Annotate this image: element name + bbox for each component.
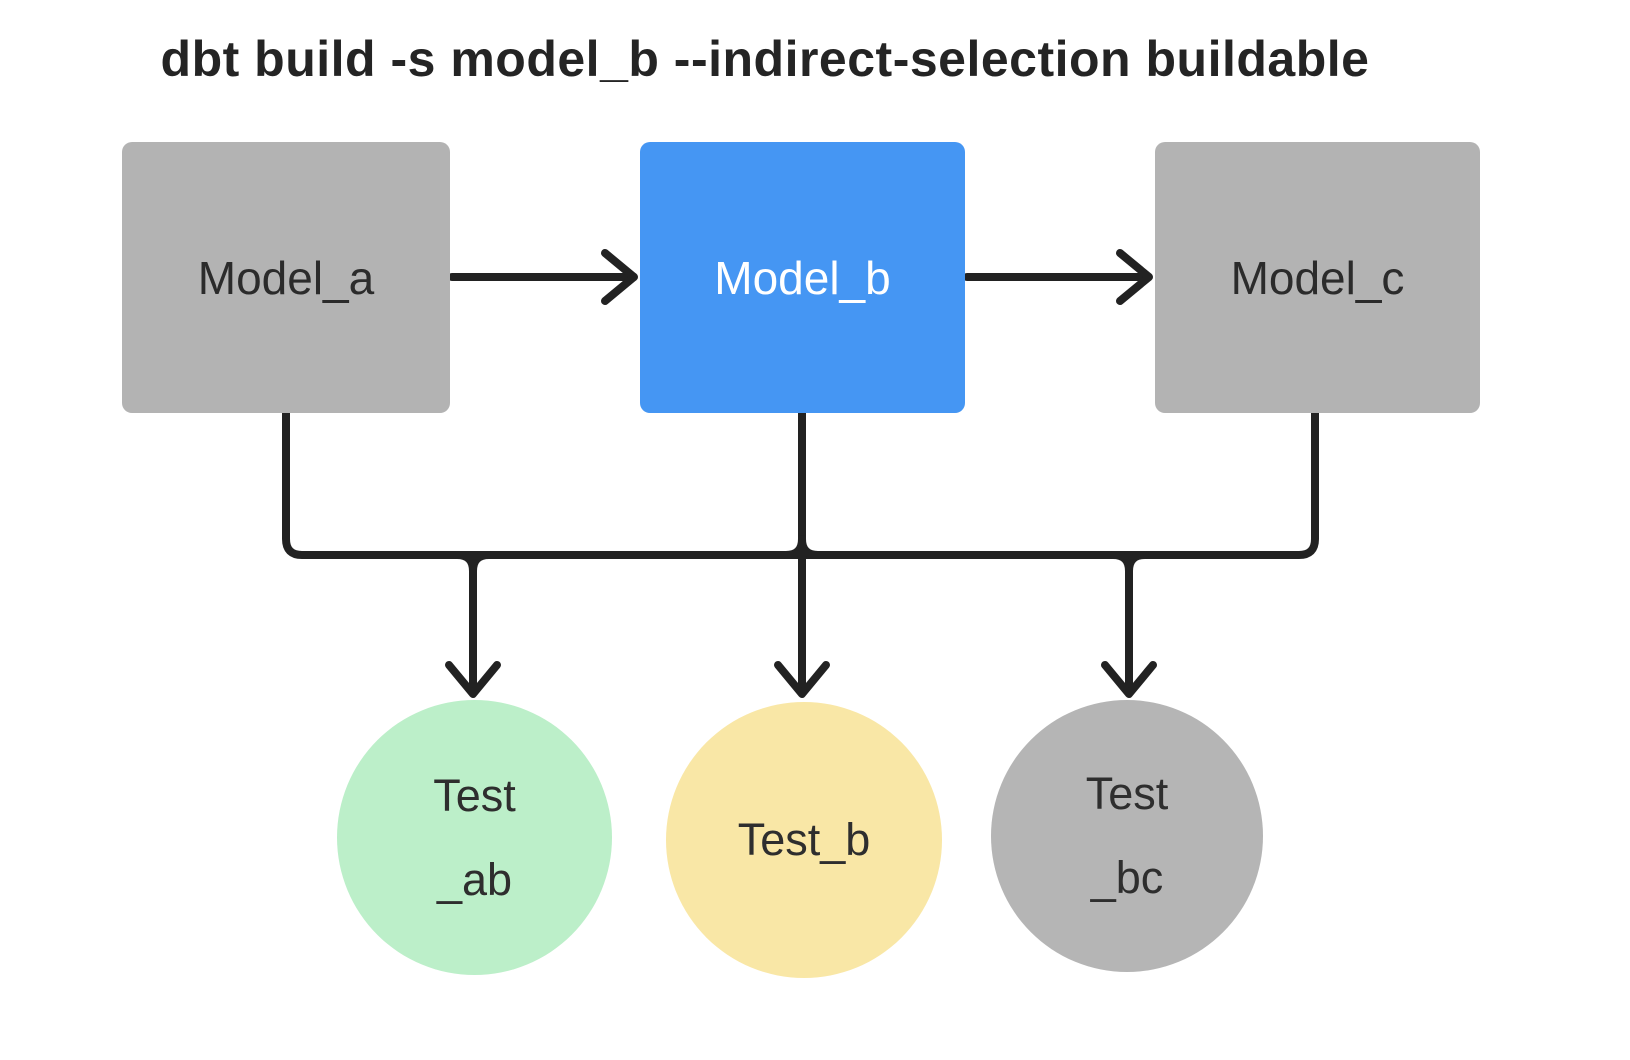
node-test-bc-label-line1: Test bbox=[1085, 768, 1169, 819]
diagram-title: dbt build -s model_b --indirect-selectio… bbox=[160, 31, 1370, 87]
arrowhead-model-b bbox=[601, 249, 638, 305]
node-test-ab-label-line2: _ab bbox=[436, 853, 513, 905]
node-model-a: Model_a bbox=[122, 142, 450, 413]
node-model-a-label: Model_a bbox=[197, 251, 375, 304]
arrowhead-test-bc bbox=[1101, 661, 1157, 698]
node-test-ab: Test _ab bbox=[337, 700, 612, 975]
node-test-bc: Test _bc bbox=[991, 700, 1263, 972]
fillet-model-b-bus-right bbox=[798, 535, 822, 559]
arrowhead-model-c bbox=[1116, 249, 1153, 305]
node-model-c-label: Model_c bbox=[1230, 251, 1405, 304]
node-test-ab-label-line1: Test bbox=[433, 769, 516, 821]
node-model-c: Model_c bbox=[1155, 142, 1480, 413]
node-test-b-label: Test_b bbox=[737, 814, 871, 865]
node-model-b-selected: Model_b bbox=[640, 142, 965, 413]
arrowhead-test-b bbox=[774, 661, 830, 698]
node-test-b: Test_b bbox=[666, 702, 942, 978]
node-model-b-label: Model_b bbox=[714, 251, 891, 304]
arrowhead-test-ab bbox=[445, 661, 501, 698]
node-test-bc-label-line2: _bc bbox=[1090, 852, 1164, 903]
